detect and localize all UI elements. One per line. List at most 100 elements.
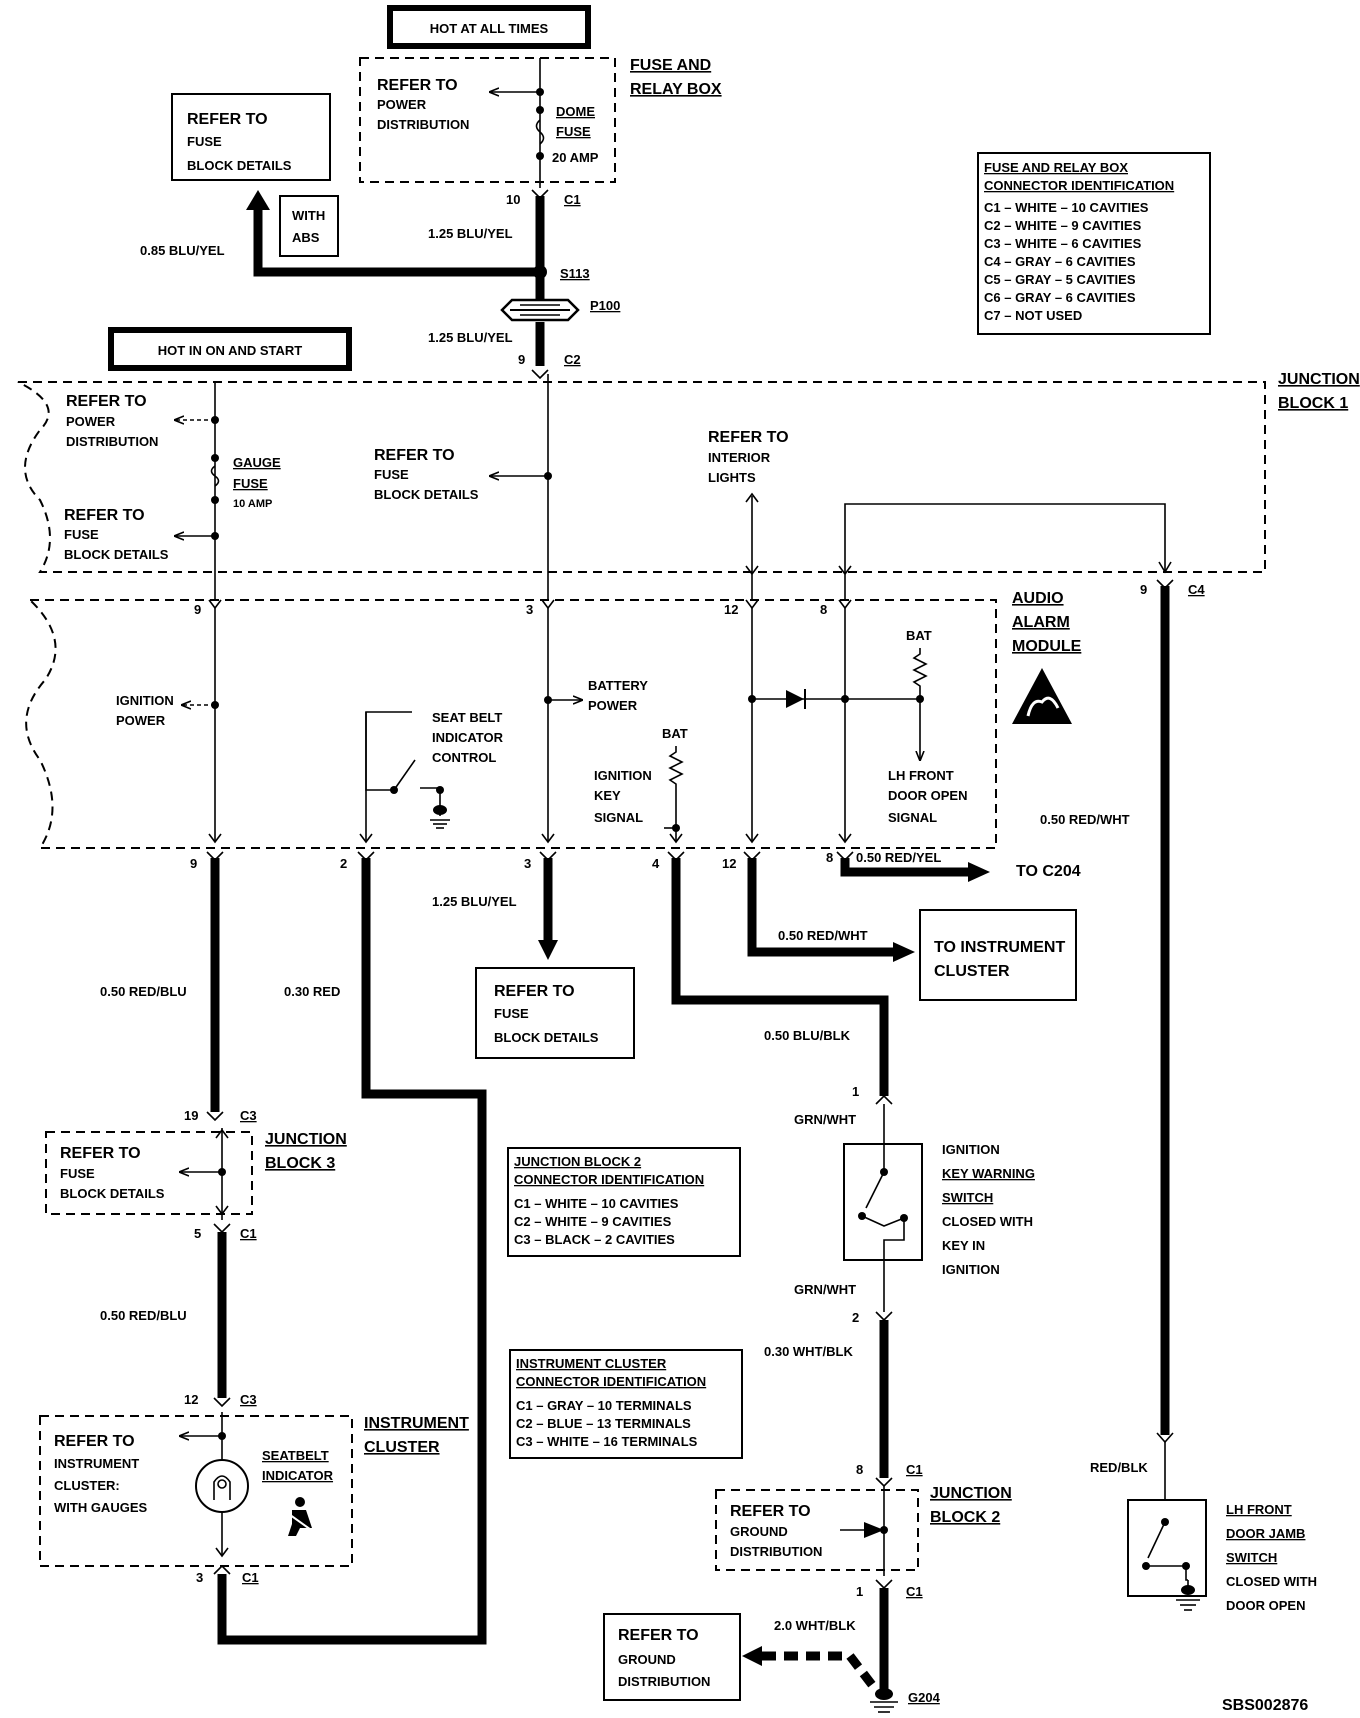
jb1-fuse-left-2: FUSE	[64, 527, 99, 542]
wire-20-whtblk: 2.0 WHT/BLK	[774, 1618, 856, 1633]
with-abs-2: ABS	[292, 230, 320, 245]
with-abs-box	[279, 195, 339, 257]
aam-top-pin-9: 9	[194, 602, 201, 617]
aam-label-3: MODULE	[1012, 638, 1082, 655]
c2-label: C2	[564, 352, 581, 367]
jb1-fuse-left-3: BLOCK DETAILS	[64, 547, 169, 562]
aam-bot-pin-9: 9	[190, 856, 197, 871]
frb_conn-row-6: C7 – NOT USED	[984, 308, 1082, 323]
dome-fuse-label-2: FUSE	[556, 124, 591, 139]
refer-fuse-top-3: BLOCK DETAILS	[187, 158, 292, 173]
dome-fuse-amp: 20 AMP	[552, 150, 599, 165]
dome-fuse-symbol	[535, 119, 545, 145]
ign-key-3: SIGNAL	[594, 810, 643, 825]
ignition-key-warning-switch	[843, 1143, 923, 1261]
jb2-conn-title-1: JUNCTION BLOCK 2	[514, 1154, 641, 1169]
bat-label-2: BAT	[906, 628, 932, 643]
wire-050-redyel: 0.50 RED/YEL	[856, 850, 941, 865]
wire-030-whtblk: 0.30 WHT/BLK	[764, 1344, 853, 1359]
ic_conn-row-2: C3 – WHITE – 16 TERMINALS	[516, 1434, 698, 1449]
aam-top-pin-3: 3	[526, 602, 533, 617]
ign-key-sw-5: KEY IN	[942, 1238, 985, 1253]
ign-key-2: KEY	[594, 788, 621, 803]
aam-label-2: ALARM	[1012, 614, 1070, 631]
gauge-fuse-1: GAUGE	[233, 455, 281, 470]
c1-label: C1	[564, 192, 581, 207]
frb_conn-row-2: C3 – WHITE – 6 CAVITIES	[984, 236, 1142, 251]
jb2-connector-id-box	[507, 1147, 741, 1257]
interior-3: LIGHTS	[708, 470, 756, 485]
ic-refer-2: INSTRUMENT	[54, 1456, 139, 1471]
jb2_conn-row-0: C1 – WHITE – 10 CAVITIES	[514, 1196, 679, 1211]
jb3-c1: C1	[240, 1226, 257, 1241]
ic-label-1: INSTRUMENT	[364, 1415, 469, 1432]
grn-wht-b: GRN/WHT	[794, 1282, 856, 1297]
jb2-refer-1: REFER TO	[730, 1503, 811, 1520]
seatbelt-indicator-bulb-icon	[195, 1459, 249, 1513]
ground-dist-1: REFER TO	[618, 1627, 699, 1644]
jb3-pin-19: 19	[184, 1108, 198, 1123]
frb_conn-row-1: C2 – WHITE – 9 CAVITIES	[984, 218, 1142, 233]
with-abs-1: WITH	[292, 208, 325, 223]
refer-fuse-top-1: REFER TO	[187, 111, 268, 128]
refer-fuse-top-2: FUSE	[187, 134, 222, 149]
jb1-fuse-mid-3: BLOCK DETAILS	[374, 487, 479, 502]
seatbelt-warning-icon	[278, 1496, 318, 1536]
ign-power-2: POWER	[116, 713, 166, 728]
jb3-refer-1: REFER TO	[60, 1145, 141, 1162]
jb1-power-2: POWER	[66, 414, 116, 429]
g204-ground-icon	[870, 1688, 898, 1713]
ic-connector-id-box	[509, 1349, 743, 1459]
ign-key-sw-6: IGNITION	[942, 1262, 1000, 1277]
ic-c1: C1	[242, 1570, 259, 1585]
lh-door-jamb-switch	[1127, 1499, 1207, 1597]
refer-fuse-mid-2: FUSE	[494, 1006, 529, 1021]
wire-125-c: 1.25 BLU/YEL	[432, 894, 517, 909]
ground-dist-3: DISTRIBUTION	[618, 1674, 710, 1689]
seatbelt-control-ground	[430, 805, 450, 829]
frb_conn-row-4: C5 – GRAY – 5 CAVITIES	[984, 272, 1136, 287]
jb1-label-1: JUNCTION	[1278, 371, 1360, 388]
wire-050-blublk: 0.50 BLU/BLK	[764, 1028, 851, 1043]
frb-connector-id-box	[977, 152, 1211, 335]
hot-at-all-times-box	[387, 5, 591, 49]
seat-belt-1: SEAT BELT	[432, 710, 502, 725]
wire-125-a: 1.25 BLU/YEL	[428, 226, 513, 241]
ic_conn-row-0: C1 – GRAY – 10 TERMINALS	[516, 1398, 692, 1413]
sw-pin-1: 1	[852, 1084, 859, 1099]
jb2_conn-row-2: C3 – BLACK – 2 CAVITIES	[514, 1232, 675, 1247]
refer-fuse-top-box	[171, 93, 331, 181]
ign-key-sw-4: CLOSED WITH	[942, 1214, 1033, 1229]
esd-warning-icon	[1012, 668, 1072, 724]
arrow-to-cluster	[893, 942, 915, 962]
gauge-fuse-3: 10 AMP	[233, 498, 272, 510]
arrow-left-ground	[742, 1646, 762, 1666]
ign-key-sw-1: IGNITION	[942, 1142, 1000, 1157]
jb1-fuse-left-1: REFER TO	[64, 507, 145, 524]
c4-pin-9: 9	[1140, 582, 1147, 597]
jb1-power-3: DISTRIBUTION	[66, 434, 158, 449]
seat-belt-2: INDICATOR	[432, 730, 504, 745]
ic-c3: C3	[240, 1392, 257, 1407]
jb1-fuse-mid-2: FUSE	[374, 467, 409, 482]
seatbelt-ind-1: SEATBELT	[262, 1448, 329, 1463]
ic_conn-row-1: C2 – BLUE – 13 TERMINALS	[516, 1416, 691, 1431]
ic-refer-4: WITH GAUGES	[54, 1500, 147, 1515]
seat-belt-3: CONTROL	[432, 750, 496, 765]
wire-030-red: 0.30 RED	[284, 984, 340, 999]
jb2_conn-row-1: C2 – WHITE – 9 CAVITIES	[514, 1214, 672, 1229]
hot-in-on-start-label: HOT IN ON AND START	[158, 343, 302, 358]
fuse-relay-box-outline	[359, 57, 616, 183]
arrow-down-fuse-mid	[538, 940, 558, 960]
aam-bot-pin-3: 3	[524, 856, 531, 871]
frb_conn-row-5: C6 – GRAY – 6 CAVITIES	[984, 290, 1136, 305]
lh-door-sig-1: LH FRONT	[888, 768, 954, 783]
aam-bot-pin-2: 2	[340, 856, 347, 871]
lh-door-sw-4: CLOSED WITH	[1226, 1574, 1317, 1589]
sw-pin-2: 2	[852, 1310, 859, 1325]
grn-wht-a: GRN/WHT	[794, 1112, 856, 1127]
fuse-relay-box-label-2: RELAY BOX	[630, 81, 722, 98]
jb3-label-1: JUNCTION	[265, 1131, 347, 1148]
frb-conn-title-2: CONNECTOR IDENTIFICATION	[984, 178, 1174, 193]
